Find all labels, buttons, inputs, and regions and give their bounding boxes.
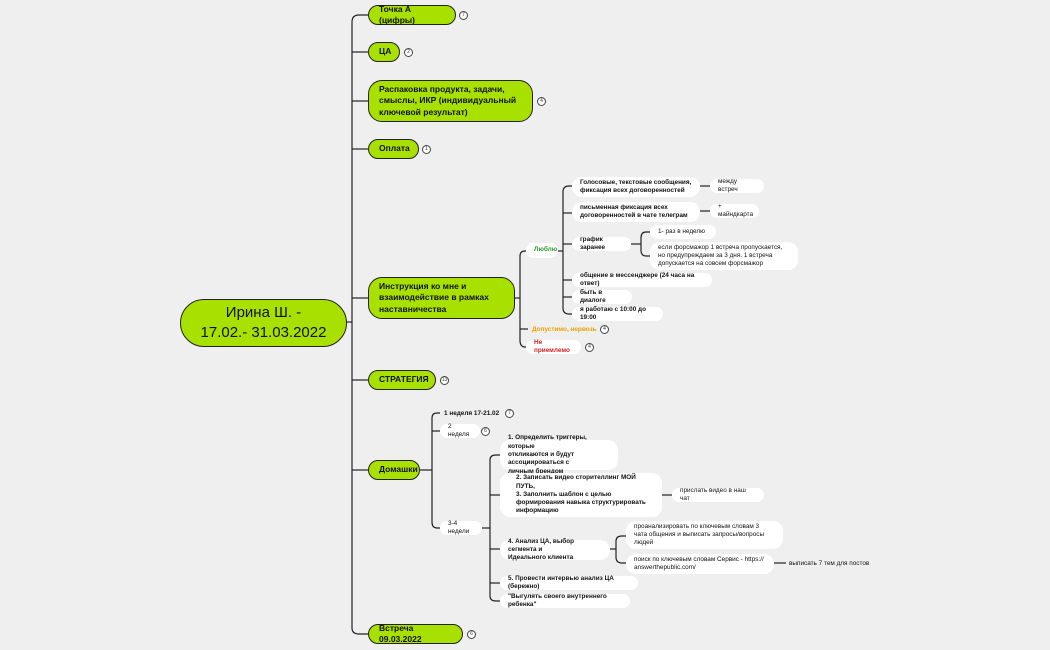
search-line1: поиск по ключевым словам Сервис - https:…: [634, 555, 764, 563]
task1-line2: откликаются и будут ассоциироваться с: [508, 450, 575, 467]
node-weekly[interactable]: 1- раз в неделю: [650, 225, 716, 239]
homework-label: Домашки: [379, 464, 418, 475]
meeting-label: Встреча 09.03.2022: [379, 622, 422, 644]
seven-topics-label: выписать 7 тем для постов: [789, 560, 870, 567]
schedule-label: график заранее: [580, 235, 606, 251]
dialog-label: быть в диалоге: [580, 288, 606, 304]
voice-line2: фиксация всех договоренностей: [580, 187, 685, 194]
payment-badge[interactable]: 1: [422, 145, 431, 154]
week2-badge[interactable]: 6: [481, 427, 490, 436]
force-line3: допускается на совсем форсмажор: [658, 260, 763, 268]
week1-badge[interactable]: 7: [505, 409, 514, 418]
node-week2[interactable]: 2 неделя: [440, 422, 480, 438]
root-name: Ирина Ш. -: [225, 303, 302, 321]
acceptable-badge[interactable]: 4: [600, 325, 609, 334]
search-line2: answerthepublic.com/: [634, 564, 696, 571]
strategy-label: СТРАТЕГИЯ: [379, 374, 429, 385]
analyze-line2: чата общения и выписать запросы/вопросы: [634, 530, 765, 538]
node-strategy[interactable]: СТРАТЕГИЯ: [368, 370, 436, 390]
task1-line1: 1. Определить триггеры, которые: [508, 434, 587, 450]
between-meetings-label: между встреч: [718, 177, 738, 193]
node-schedule[interactable]: график заранее: [572, 235, 631, 251]
node-messenger[interactable]: общение в мессенджере (24 часа на ответ): [572, 271, 712, 287]
meeting-badge[interactable]: 6: [467, 630, 476, 639]
node-payment[interactable]: Оплата: [368, 139, 419, 159]
unpack-line1: Распаковка продукта, задачи,: [379, 84, 505, 95]
unacceptable-badge[interactable]: 4: [585, 343, 594, 352]
node-mindmap[interactable]: + майндкарта: [710, 202, 759, 218]
analyze-line3: людей: [634, 539, 654, 547]
instruction-line2: взаимодействие в рамках: [379, 292, 489, 303]
task23-line2: ПУТЬ,: [516, 482, 535, 490]
week34-label: 3-4 недели: [448, 519, 470, 535]
node-send-video[interactable]: прислать видео в наш чат: [672, 486, 764, 502]
force-line2: но предупреждаем за 3 дня. 1 встреча: [658, 251, 773, 259]
written-line1: письменная фиксация всех: [580, 203, 668, 211]
acceptable-label: Допустимо, нервозь: [532, 326, 597, 333]
strategy-badge[interactable]: 13: [440, 376, 449, 385]
instruction-line1: Инструкция ко мне и: [379, 281, 467, 292]
node-love[interactable]: Люблю: [526, 243, 558, 258]
node-unpack[interactable]: Распаковка продукта, задачи,смыслы, ИКР …: [368, 80, 533, 122]
unpack-line2: смыслы, ИКР (индивидуальный: [379, 95, 517, 106]
task23-line1: 2. Записать видео сторителлинг МОЙ: [516, 474, 636, 482]
mindmap-label: + майндкарта: [718, 202, 754, 218]
hours-label: я работаю с 10:00 до 19:00: [580, 305, 646, 321]
node-dialog[interactable]: быть в диалоге: [572, 288, 632, 304]
node-between-meetings[interactable]: между встреч: [710, 177, 764, 193]
node-homework[interactable]: Домашки: [368, 460, 420, 480]
task4-line1: 4. Анализ ЦА, выбор сегмента и: [508, 537, 575, 553]
task23-line3: 3. Заполнить шаблон с целью: [516, 490, 612, 498]
point-a-badge[interactable]: 7: [459, 11, 468, 20]
node-hours[interactable]: я работаю с 10:00 до 19:00: [572, 305, 663, 321]
voice-line1: Голосовые, текстовые сообщения,: [580, 178, 692, 186]
node-week34[interactable]: 3-4 недели: [440, 519, 482, 535]
task23-line5: информацию: [516, 507, 559, 515]
task5-label: 5. Провести интервью анализ ЦА (бережно): [508, 574, 614, 590]
unpack-badge[interactable]: 4: [537, 97, 546, 106]
ca-badge[interactable]: 2: [404, 48, 413, 57]
unacceptable-label: Не приемлемо: [534, 338, 570, 354]
week1-label: 1 неделя 17-21.02: [444, 410, 500, 417]
analyze-line1: проанализировать по ключевым словам 3: [634, 522, 760, 530]
weekly-label: 1- раз в неделю: [658, 227, 705, 235]
task4-line2: Идеального клиента: [508, 554, 574, 562]
node-seven-topics[interactable]: выписать 7 тем для постов: [789, 558, 869, 569]
love-label: Люблю: [534, 246, 558, 254]
messenger-label: общение в мессенджере (24 часа на ответ): [580, 271, 695, 287]
node-task6[interactable]: "Выгулять своего внутреннего ребенка": [500, 592, 630, 608]
node-point-a[interactable]: Точка А (цифры): [368, 3, 456, 25]
root-node[interactable]: Ирина Ш. - 17.02.- 31.03.2022: [180, 299, 347, 347]
node-week1[interactable]: 1 неделя 17-21.02: [444, 408, 499, 419]
node-unacceptable[interactable]: Не приемлемо: [526, 338, 581, 354]
ca-label: ЦА: [379, 46, 392, 57]
node-ca[interactable]: ЦА: [368, 42, 400, 62]
force-line1: если форсмажор 1 встреча пропускается,: [658, 243, 783, 251]
task1-line3: личным брендом: [508, 467, 564, 475]
point-a-label: Точка А (цифры): [379, 3, 416, 25]
task23-line4: формирования навыка структурировать: [516, 499, 646, 507]
node-meeting[interactable]: Встреча 09.03.2022: [368, 622, 463, 644]
payment-label: Оплата: [379, 143, 410, 154]
instruction-line3: наставничества: [379, 303, 447, 314]
node-search-keywords[interactable]: поиск по ключевым словам Сервис - https:…: [626, 554, 774, 574]
written-line2: договоренностей в чате телеграм: [580, 212, 688, 219]
node-acceptable[interactable]: Допустимо, нервозь: [532, 324, 597, 335]
unpack-line3: ключевой результат): [379, 106, 468, 117]
root-dates: 17.02.- 31.03.2022: [200, 324, 327, 341]
node-voice[interactable]: Голосовые, текстовые сообщения,фиксация …: [572, 177, 700, 197]
node-force-majeure[interactable]: если форсмажор 1 встреча пропускается,но…: [650, 242, 798, 270]
week2-label: 2 неделя: [448, 422, 470, 438]
task6-label: "Выгулять своего внутреннего ребенка": [508, 592, 607, 608]
node-task5[interactable]: 5. Провести интервью анализ ЦА (бережно): [500, 574, 638, 590]
send-video-label: прислать видео в наш чат: [680, 486, 746, 502]
